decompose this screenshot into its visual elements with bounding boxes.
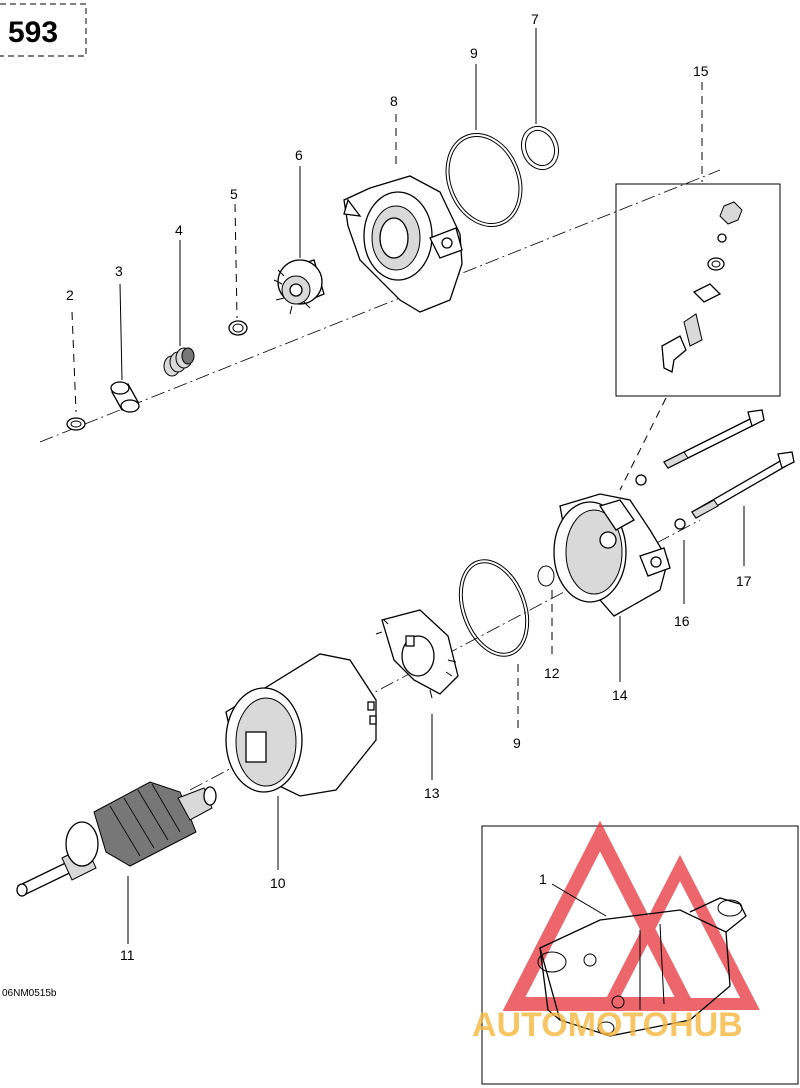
callout-12: 12 <box>544 665 560 681</box>
part-4-spring <box>163 347 195 377</box>
part-8-front-housing <box>343 175 463 313</box>
part-13-brush-plate <box>375 609 459 699</box>
page-number-box: 593 <box>0 3 87 57</box>
part-5-ring <box>228 320 248 336</box>
callout-9-lower: 9 <box>513 735 521 751</box>
part-2-washer <box>66 417 86 431</box>
watermark-logo <box>502 820 760 1011</box>
part-17-through-bolts <box>663 409 795 519</box>
assembled-starter-drawing <box>537 897 747 1037</box>
callout-16: 16 <box>674 613 690 629</box>
part-3-bushing <box>110 381 140 413</box>
callout-9-upper: 9 <box>470 45 478 61</box>
leader-1 <box>551 883 607 917</box>
leader-3 <box>119 283 123 381</box>
callout-4: 4 <box>175 222 183 238</box>
callout-11: 11 <box>120 947 135 963</box>
callout-13: 13 <box>424 785 440 801</box>
page-number: 593 <box>8 16 58 49</box>
part-6-drive-pinion <box>273 259 325 315</box>
leader-15-to-cap <box>619 397 667 491</box>
upper-axis-line <box>39 169 721 443</box>
part-11-armature <box>16 781 217 897</box>
leader-5 <box>234 203 238 319</box>
callout-15: 15 <box>693 63 709 79</box>
watermark-text: AUTOMOTOHUB <box>472 1006 743 1044</box>
part-14-end-cap <box>553 493 671 617</box>
part-9-oring-upper <box>445 132 523 228</box>
callout-17: 17 <box>736 573 752 589</box>
callout-6: 6 <box>295 147 303 163</box>
callout-5: 5 <box>230 186 238 202</box>
callout-3: 3 <box>115 263 123 279</box>
callout-10: 10 <box>270 875 286 891</box>
part-10-field-housing <box>225 653 377 797</box>
callout-8: 8 <box>390 93 398 109</box>
callout-2: 2 <box>66 287 74 303</box>
part-12-oring <box>537 565 555 587</box>
part-9-oring-lower <box>458 559 530 657</box>
part-7-oring <box>520 125 560 171</box>
leader-2 <box>71 311 77 413</box>
inset-assembled-starter: 1 AUTOMOTOHUB <box>472 820 799 1085</box>
callout-7: 7 <box>531 11 539 27</box>
part-15-terminal-kit-box <box>615 183 781 397</box>
callout-1: 1 <box>539 871 547 887</box>
callout-14: 14 <box>612 687 628 703</box>
drawing-code: 06NM0515b <box>2 988 57 999</box>
part-16-washers <box>635 474 686 530</box>
